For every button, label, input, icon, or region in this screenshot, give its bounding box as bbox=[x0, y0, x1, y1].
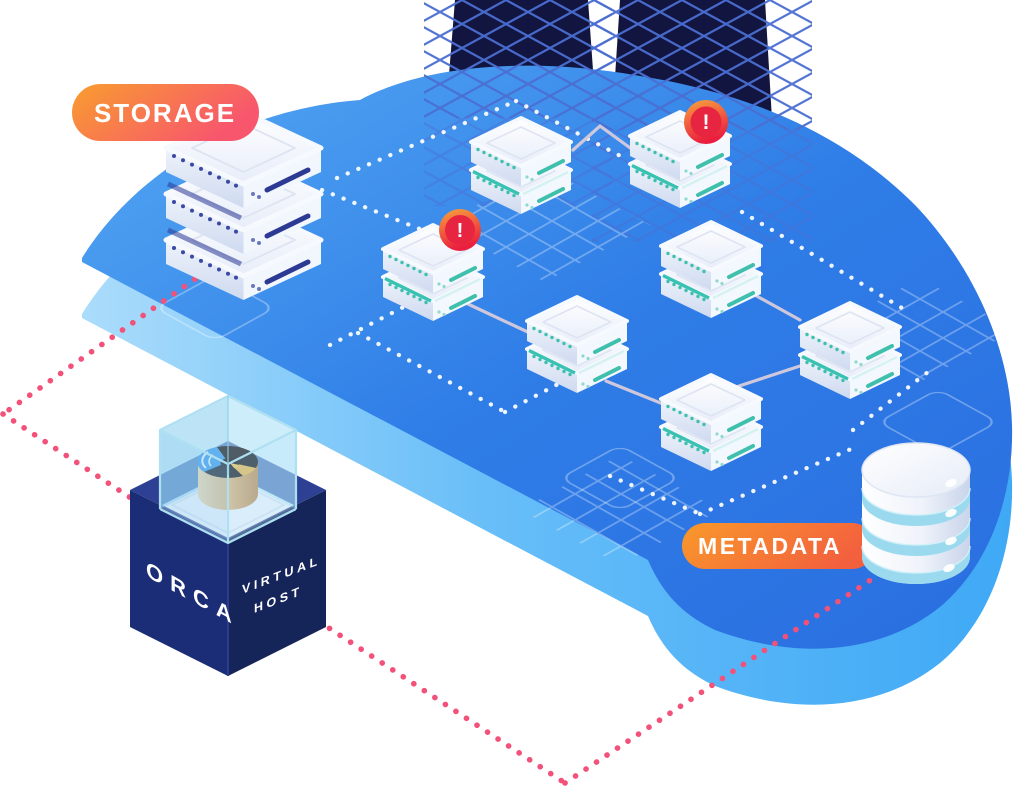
storage-label: STORAGE bbox=[94, 98, 236, 128]
link-left-to-bottom bbox=[0, 411, 568, 786]
dotted-grid-lines bbox=[319, 98, 931, 517]
cylinder-indicator-lights bbox=[943, 478, 957, 573]
alert-badge-node-c: ! bbox=[439, 209, 481, 251]
alert-exclamation: ! bbox=[703, 111, 710, 134]
glass-case-front bbox=[158, 394, 298, 545]
orca-virtual-host-cube: ORCA VIRTUAL HOST bbox=[130, 394, 326, 676]
link-storage-to-left bbox=[0, 269, 208, 417]
metadata-label-pill: METADATA bbox=[682, 523, 875, 569]
alert-badge-node-b: ! bbox=[684, 100, 728, 144]
cube-left-face bbox=[130, 490, 228, 676]
storage-server-stack bbox=[166, 112, 321, 300]
cube-right-face bbox=[228, 490, 326, 676]
storage-label-pill: STORAGE bbox=[72, 84, 259, 141]
link-bottom-to-metadata bbox=[562, 574, 878, 786]
metadata-label: METADATA bbox=[698, 533, 842, 559]
pink-dotted-links bbox=[0, 269, 568, 786]
metadata-database-cylinder bbox=[861, 442, 971, 584]
alert-exclamation: ! bbox=[457, 220, 464, 242]
